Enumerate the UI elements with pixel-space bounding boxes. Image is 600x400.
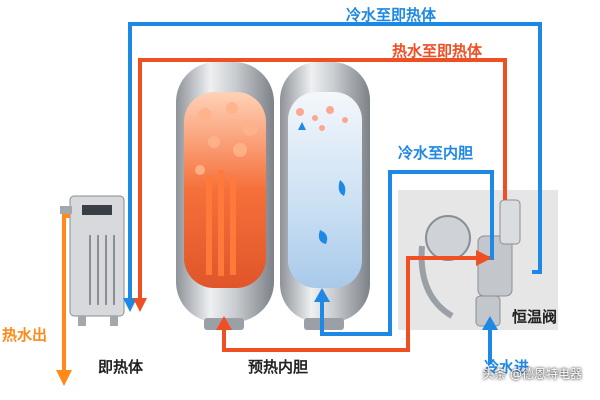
- label-hot-to-instant: 热水至即热体: [392, 42, 483, 60]
- label-thermostatic-valve: 恒温阀: [512, 308, 558, 326]
- pipe-hot-tank-to-valve: [222, 256, 478, 352]
- arrow-cold-tank-up: [298, 122, 306, 130]
- arrow-cold-in: [482, 316, 498, 330]
- label-cold-in: 冷水进: [484, 358, 530, 376]
- label-cold-to-instant: 冷水至即热体: [346, 6, 437, 24]
- watermark: 头条 @德恩特电器: [482, 367, 582, 381]
- pipe-hot-to-instant: [138, 58, 507, 300]
- instant-heater-unit: [60, 195, 125, 326]
- preheat-tank-right: [280, 62, 370, 330]
- label-preheat-tank: 预热内胆: [248, 358, 309, 376]
- label-hot-out: 热水出: [2, 326, 48, 344]
- label-instant-heater: 即热体: [98, 358, 144, 376]
- label-cold-to-tank: 冷水至内胆: [398, 144, 474, 162]
- pipe-cold-to-instant: [128, 22, 542, 300]
- pipe-hot-out: [62, 214, 70, 372]
- preheat-tank-left: [176, 62, 274, 330]
- arrow-hot-to-valve: [476, 250, 492, 266]
- arrow-hot-out: [56, 370, 72, 386]
- arrow-hot-up-tank: [216, 316, 232, 330]
- arrow-cold-down: [123, 298, 137, 312]
- arrow-hot-down: [133, 298, 147, 312]
- thermostatic-valve-body: [418, 199, 521, 327]
- arrow-cold-up-tank: [314, 288, 330, 302]
